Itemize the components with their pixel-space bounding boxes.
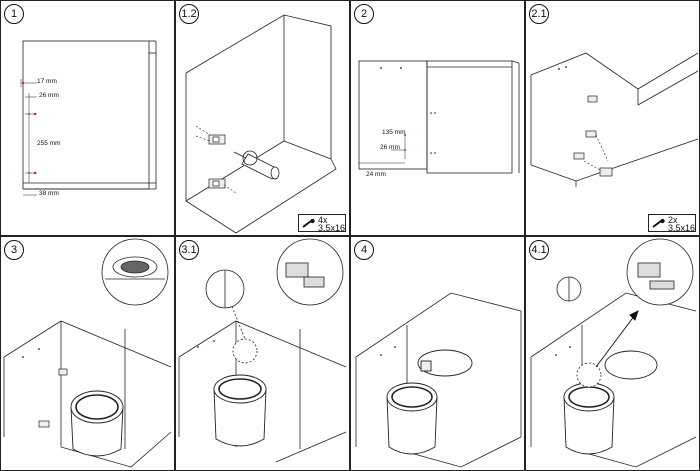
door-mounting-drawing	[358, 60, 520, 174]
waste-bin	[70, 390, 124, 457]
panel-step-1-2: 1.2 4x 3,5x16	[175, 0, 350, 236]
step-number: 2.1	[529, 4, 549, 24]
lid-mounting-drawing	[355, 292, 522, 468]
cabinet-interior-drawing	[185, 14, 337, 234]
panel-step-3: 3	[0, 236, 175, 471]
dimension-135mm: 135 mm	[382, 129, 406, 136]
panel-step-4: 4	[350, 236, 525, 471]
screw-quantity-badge: 2x 3,5x16	[648, 214, 696, 233]
screw-quantity: 2x	[668, 215, 678, 225]
hinge-fitting-upper	[208, 134, 226, 189]
panel-step-4-1: 4.1	[525, 236, 700, 471]
waste-bin	[386, 382, 438, 455]
step-number: 1.2	[179, 4, 199, 24]
dimension-26mm: 26 mm	[380, 144, 400, 151]
panel-step-2: 2 135 mm 26 mm 24 mm	[350, 0, 525, 236]
bin-insertion-drawing	[3, 238, 172, 468]
step-number: 1	[4, 4, 24, 24]
dimension-26mm: 26 mm	[39, 92, 59, 99]
screwdriver-icon	[233, 150, 280, 180]
screw-marks	[21, 81, 37, 175]
screw-quantity: 4x	[318, 215, 328, 225]
step-number: 3.1	[179, 240, 199, 260]
screw-icon	[302, 219, 315, 228]
panel-step-2-1: 2.1 2x 3,5x16	[525, 0, 700, 236]
screw-quantity-badge: 4x 3,5x16	[298, 214, 346, 233]
arrow-icon	[595, 310, 639, 368]
detail-zoom-circle	[556, 238, 694, 388]
panel-step-3-1: 3.1	[175, 236, 350, 471]
bracket-fitting	[573, 95, 613, 177]
detail-zoom-circle	[101, 238, 169, 306]
cabinet-side-drawing	[20, 40, 157, 196]
panel-step-1: 1 17 mm 26 mm 255 mm 38 mm	[0, 0, 175, 236]
lid-clip-drawing	[530, 238, 697, 468]
dimension-17mm: 17 mm	[37, 78, 57, 85]
screw-icon	[652, 219, 665, 228]
screw-size: 3,5x16	[668, 223, 696, 233]
bin-lid	[417, 349, 473, 377]
dimension-24mm: 24 mm	[366, 171, 386, 178]
step-number: 4.1	[529, 240, 549, 260]
step-number: 2	[354, 4, 374, 24]
waste-bin	[563, 382, 615, 455]
bin-lid	[604, 350, 658, 380]
screw-size: 3,5x16	[318, 223, 346, 233]
step-number: 4	[354, 240, 374, 260]
detail-zoom-circle	[205, 238, 344, 364]
dimension-38mm: 38 mm	[39, 190, 59, 197]
dimension-255mm: 255 mm	[37, 140, 61, 147]
waste-bin	[213, 374, 267, 447]
door-bracket-drawing	[530, 52, 699, 187]
step-number: 3	[4, 240, 24, 260]
bin-clip-drawing	[178, 238, 347, 463]
